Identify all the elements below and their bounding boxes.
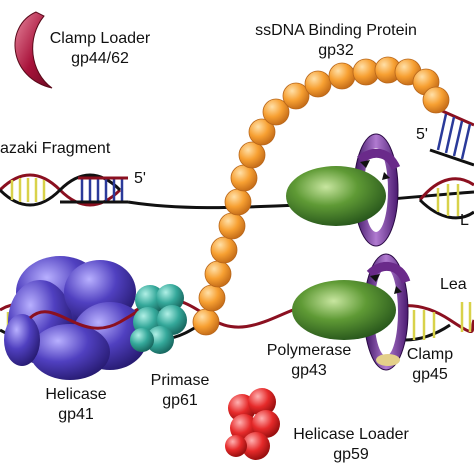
lagging-strand-partial-label: L xyxy=(460,212,469,229)
leading-polymerase xyxy=(292,280,396,340)
lagging-polymerase xyxy=(286,166,386,226)
five-prime-label-okazaki: 5' xyxy=(134,170,146,187)
primase-gene-label: gp61 xyxy=(162,392,198,409)
primase-label: Primase xyxy=(150,372,210,389)
helicase-loader-label: Helicase Loader xyxy=(293,426,409,443)
ssdna-binding-protein-gene-label: gp32 xyxy=(318,42,354,59)
clamp-label: Clamp xyxy=(406,346,454,363)
ssdna-binding-protein-label: ssDNA Binding Protein xyxy=(255,22,417,39)
clamp-loader-label: Clamp Loader xyxy=(49,30,151,47)
ssdna-binding-protein-chain xyxy=(192,56,450,336)
polymerase-gene-label: gp43 xyxy=(291,362,327,379)
helicase-loader-shape xyxy=(225,388,280,460)
clamp-loader-gene-label: gp44/62 xyxy=(71,50,129,67)
helicase-gene-label: gp41 xyxy=(58,406,94,423)
clamp-loader-shape xyxy=(14,11,53,89)
clamp-gene-label: gp45 xyxy=(412,366,448,383)
top-primer-duplex xyxy=(429,108,474,167)
polymerase-label: Polymerase xyxy=(266,342,352,359)
primase-shape xyxy=(130,284,187,354)
five-prime-label-top: 5' xyxy=(416,126,428,143)
okazaki-duplex xyxy=(0,173,128,207)
helicase-shape xyxy=(4,256,148,380)
leading-strand-partial-label: Lea xyxy=(440,276,467,293)
helicase-label: Helicase xyxy=(45,386,107,403)
helicase-loader-gene-label: gp59 xyxy=(333,446,369,463)
okazaki-fragment-label: azaki Fragment xyxy=(0,140,111,157)
